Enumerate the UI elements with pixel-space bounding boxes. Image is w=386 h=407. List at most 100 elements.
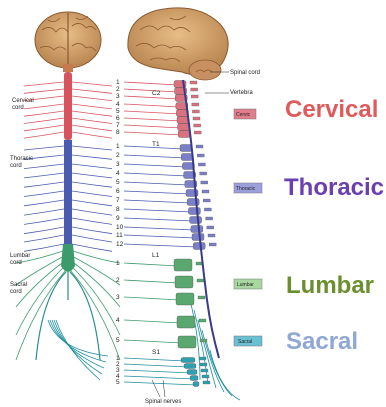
front-nerve-left [24,235,64,242]
front-nerve-right [72,200,112,206]
vertebra-annotation: Vertebra [230,90,253,96]
vertebra [174,259,192,271]
side-cauda-nerve [206,340,232,396]
front-nerve-left [24,218,64,224]
sacral-region-label: Sacral [286,330,358,354]
spinal-nerves-annotation: Spinal nerves [145,399,181,405]
nerve-number: 11 [116,232,123,239]
c2-annotation: C2 [152,90,161,97]
front-nerve-right [70,250,120,263]
vertebra [181,358,195,363]
cervical-cord-label-2: cord [12,105,24,111]
vertebra [181,154,193,161]
nerve-number: 2 [116,86,120,93]
front-nerve-left [24,182,64,187]
s1-annotation: S1 [152,349,160,356]
side-nerve [124,125,182,128]
nerve-number: 12 [116,241,124,248]
side-nerve [124,244,197,247]
lumbar-tag: Lumbar [234,279,262,289]
vertebra-process [191,95,198,98]
svg-text:Thoracic: Thoracic [236,186,256,192]
vertebra-process [201,369,208,372]
vertebra-process [194,131,201,134]
l1-annotation: L1 [152,252,160,259]
lumbar-cord-label-2: cord [10,260,22,266]
front-nerve-left [24,111,64,116]
vertebra-process [196,145,203,148]
nerve-number: 1 [116,79,120,86]
vertebra [190,217,202,224]
side-nerve [124,263,178,266]
front-nerve-right [72,244,112,251]
nerve-number: 5 [116,108,120,115]
nerve-number: 7 [116,122,120,129]
front-nerve-right [72,96,112,101]
side-cauda-nerve [210,350,240,400]
nerve-number: 5 [116,337,120,344]
vertebra-process [193,117,200,120]
vertebra [193,243,205,250]
vertebra-process [202,375,209,378]
side-nerve [124,297,180,300]
vertebra-process [203,199,210,202]
side-nerve [124,200,191,203]
front-nerve-left [24,82,64,86]
front-spinal-cord [36,72,100,360]
front-nerve-right [72,182,112,187]
vertebra [178,131,190,138]
front-nerve-right [72,111,112,116]
side-nerve [124,280,179,283]
nerve-number: 4 [116,170,120,177]
front-nerve-right [70,270,120,360]
front-brain [35,12,101,72]
vertebra [187,370,197,375]
vertebra [193,382,199,387]
front-nerve-left [24,244,64,251]
vertebra [180,145,192,152]
svg-text:Lumbar: Lumbar [237,282,254,288]
vertebra-process [194,124,201,127]
side-nerve [124,104,180,107]
nerve-number: 10 [116,224,124,231]
front-nerve-right [72,235,112,242]
front-nerve-left [24,89,64,93]
cervical-tag: Cervic [234,109,256,119]
nerve-number: 8 [116,129,120,136]
nerve-number: 4 [116,101,120,108]
front-nerve-left [24,164,64,169]
t1-annotation: T1 [152,141,160,148]
vertebra [178,124,190,131]
front-nerve-left [24,209,64,215]
side-nerve [124,364,188,367]
nerve-number: 6 [116,115,120,122]
svg-text:Cervic: Cervic [236,112,251,118]
side-nerve [124,235,196,238]
vertebra-process [198,296,205,299]
side-nerve [124,340,182,343]
vertebra-process [192,110,199,113]
nerve-number: 1 [116,260,120,267]
front-nerve-right [72,155,112,159]
vertebra-process [201,181,208,184]
front-nerve-right [72,164,112,169]
front-nerve-left [24,191,64,197]
vertebra-process [199,319,206,322]
front-nerve-right [72,125,112,131]
vertebra-process [203,381,210,384]
side-nerve [124,155,185,158]
front-nerve-right [72,191,112,197]
cervical-region-label: Cervical [285,98,378,122]
front-nerve-right [72,132,112,138]
side-nerve [124,227,195,230]
vertebra [175,276,193,288]
lumbar-region-label: Lumbar [286,274,374,298]
nerve-number: 5 [116,379,120,386]
vertebra-process [208,234,215,237]
side-nerve [124,191,190,194]
side-nerve [124,320,181,323]
front-nerve-left [24,118,64,124]
front-nerve-right [72,146,112,150]
sacral-cord-label-2: cord [10,289,22,295]
front-nerve-right [72,89,112,93]
